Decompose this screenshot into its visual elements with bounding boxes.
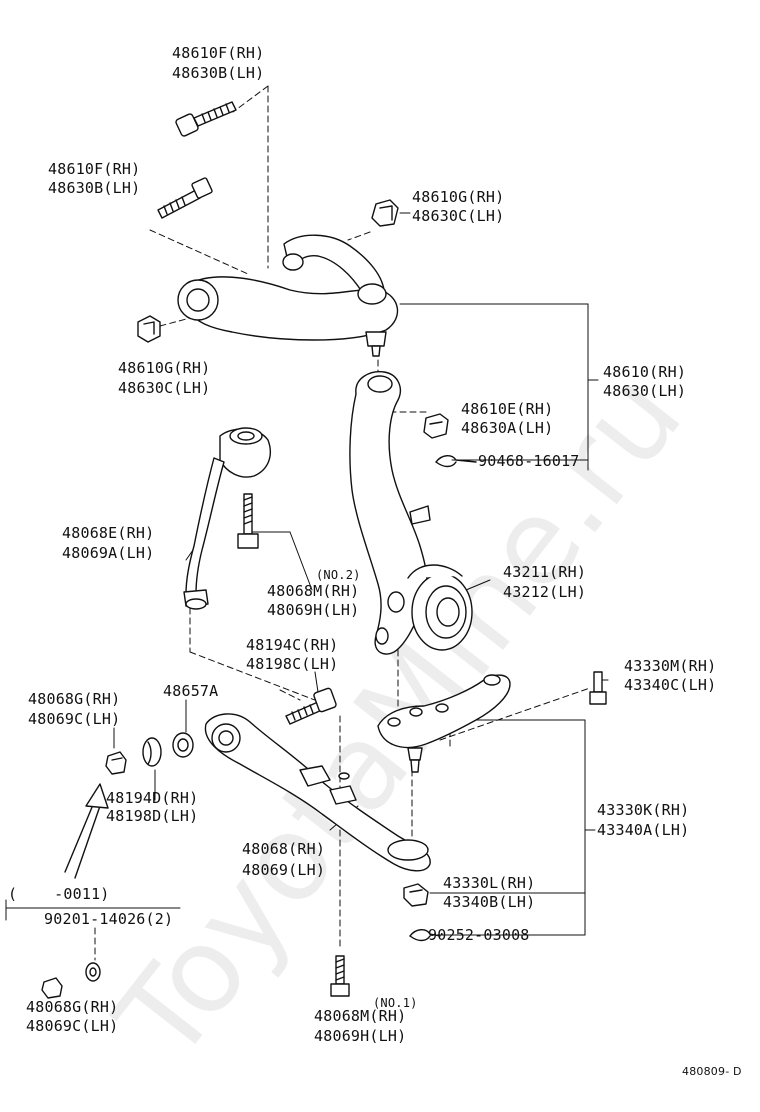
label-strut-bar-lh: 48069A(LH) xyxy=(62,544,155,562)
bushing-icon xyxy=(172,732,194,758)
label-ball-joint-rh: 43330K(RH) xyxy=(597,801,690,819)
label-no2: (NO.2) xyxy=(316,568,361,582)
bolt-no1-icon xyxy=(330,955,350,997)
label-nut-upper-left-rh: 48610G(RH) xyxy=(118,359,211,377)
label-retainer-rh: 48194D(RH) xyxy=(106,789,199,807)
bolt-ball-icon xyxy=(589,671,607,705)
label-bushing: 48657A xyxy=(163,682,219,700)
label-bolt-top-rh: 48610F(RH) xyxy=(172,44,265,62)
steering-knuckle-icon xyxy=(349,371,473,655)
label-retainer-lh: 48198D(LH) xyxy=(106,807,199,825)
nut-lower-icon xyxy=(105,751,127,775)
label-no1: (NO.1) xyxy=(373,996,418,1010)
label-bolt-strut-lh: 48198C(LH) xyxy=(246,655,339,673)
label-washer-part: 90201-14026(2) xyxy=(44,910,174,928)
lower-control-arm-icon xyxy=(204,713,431,872)
label-bolt-no1-lh: 48069H(LH) xyxy=(314,1027,407,1045)
label-nut-upper-left-lh: 48630C(LH) xyxy=(118,379,211,397)
bolt-strut-icon xyxy=(285,687,337,725)
label-ball-nut-rh: 43330L(RH) xyxy=(443,874,536,892)
label-bolt-left-rh: 48610F(RH) xyxy=(48,160,141,178)
label-nut-bottom-rh: 48068G(RH) xyxy=(26,998,119,1016)
strut-bar-icon xyxy=(183,427,272,610)
label-lower-arm-lh: 48069(LH) xyxy=(242,861,326,879)
ball-nut-icon xyxy=(403,883,429,907)
label-bolt-ball-lh: 43340C(LH) xyxy=(624,676,717,694)
label-nut-upper-right-rh: 48610G(RH) xyxy=(412,188,505,206)
arrow-up-icon xyxy=(64,783,109,879)
label-knuckle-rh: 43211(RH) xyxy=(503,563,587,581)
label-bolt-no2-rh: 48068M(RH) xyxy=(267,582,360,600)
bolt-no2-icon xyxy=(237,493,259,549)
label-cotter-pin-lower: 90252-03008 xyxy=(428,926,530,944)
ball-joint-icon xyxy=(377,674,511,773)
upper-control-arm-icon xyxy=(177,234,399,357)
castle-nut-icon xyxy=(423,413,449,439)
label-ball-joint-lh: 43340A(LH) xyxy=(597,821,690,839)
label-upper-arm-rh: 48610(RH) xyxy=(603,363,687,381)
label-lower-arm-rh: 48068(RH) xyxy=(242,840,326,858)
label-bolt-top-lh: 48630B(LH) xyxy=(172,64,265,82)
label-bolt-no1-rh: 48068M(RH) xyxy=(314,1007,407,1025)
diagram-code: 480809- D xyxy=(682,1065,742,1078)
label-bolt-strut-rh: 48194C(RH) xyxy=(246,636,339,654)
bolt-left-icon xyxy=(157,177,213,219)
nut-bottom-icon xyxy=(41,962,101,999)
dashed-guide-lines xyxy=(94,85,591,961)
cotter-pin-lower-icon xyxy=(409,929,441,942)
bolt-top-icon xyxy=(175,101,237,137)
label-upper-arm-lh: 48630(LH) xyxy=(603,382,687,400)
label-castle-nut-lh: 48630A(LH) xyxy=(461,419,554,437)
nut-upper-right-icon xyxy=(371,199,399,227)
label-ball-nut-lh: 43340B(LH) xyxy=(443,893,536,911)
label-bolt-left-lh: 48630B(LH) xyxy=(48,179,141,197)
nut-upper-left-icon xyxy=(137,315,161,343)
label-nut-lower-lh: 48069C(LH) xyxy=(28,710,121,728)
label-bolt-ball-rh: 43330M(RH) xyxy=(624,657,717,675)
label-nut-upper-right-lh: 48630C(LH) xyxy=(412,207,505,225)
label-cotter-pin-upper: 90468-16017 xyxy=(478,452,580,470)
label-nut-bottom-lh: 48069C(LH) xyxy=(26,1017,119,1035)
label-knuckle-lh: 43212(LH) xyxy=(503,583,587,601)
cotter-pin-upper-icon xyxy=(435,455,477,468)
label-castle-nut-rh: 48610E(RH) xyxy=(461,400,554,418)
label-date-range: ( -0011) xyxy=(8,885,110,903)
label-nut-lower-rh: 48068G(RH) xyxy=(28,690,121,708)
label-bolt-no2-lh: 48069H(LH) xyxy=(267,601,360,619)
retainer-icon xyxy=(142,737,162,767)
label-strut-bar-rh: 48068E(RH) xyxy=(62,524,155,542)
